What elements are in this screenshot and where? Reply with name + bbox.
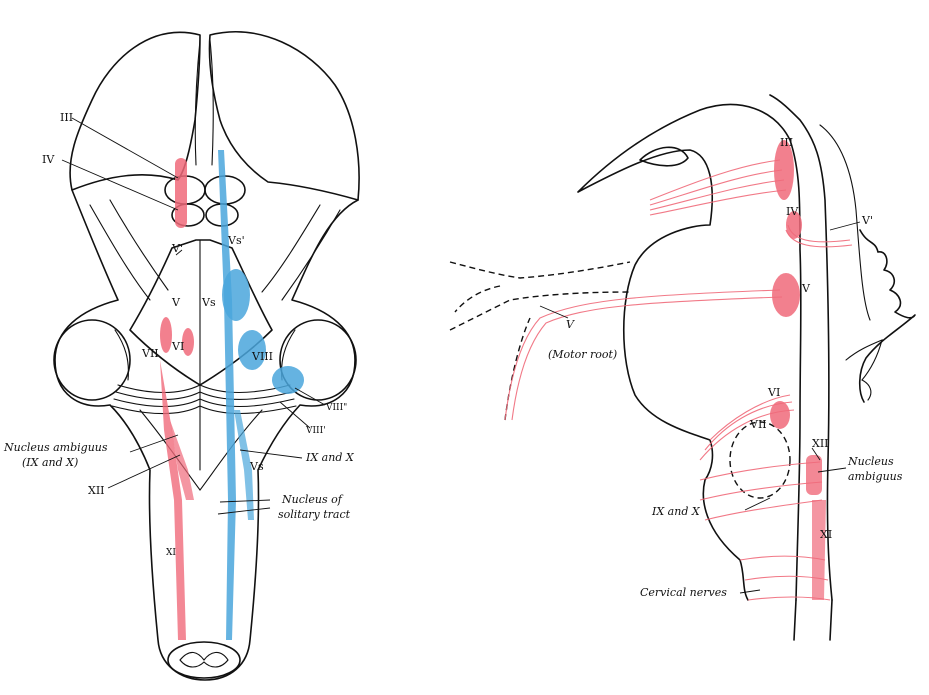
label-ix-and-x: IX and X bbox=[305, 451, 355, 464]
label-r-ix-and-x: IX and X bbox=[651, 505, 701, 518]
label-solitary-1: Nucleus of bbox=[281, 493, 344, 506]
trigeminal-motor-nucleus-lateral bbox=[772, 273, 800, 317]
label-viii: VIII bbox=[251, 350, 273, 363]
label-v-prime: V' bbox=[171, 242, 183, 255]
label-vii: VII bbox=[141, 347, 159, 360]
left-dorsal-brainstem-view: III IV V' Vs' V Vs VI VII VIII VIII" VII… bbox=[3, 30, 360, 681]
trigeminal-root-outer bbox=[449, 261, 631, 421]
label-vs-lower: Vs bbox=[249, 460, 264, 473]
peduncle-band-right bbox=[261, 204, 341, 301]
label-nucleus-ambiguus-2: (IX and X) bbox=[22, 456, 78, 469]
abducens-nucleus-lateral bbox=[770, 401, 790, 429]
label-vi: VI bbox=[171, 340, 184, 353]
gray-matter-butterfly bbox=[179, 651, 229, 668]
label-r-vii: VII bbox=[749, 418, 767, 431]
trigeminal-main-sensory bbox=[222, 269, 250, 321]
facial-nucleus-region bbox=[729, 421, 791, 499]
label-solitary-2: solitary tract bbox=[278, 508, 351, 521]
spinal-edge-2 bbox=[793, 599, 797, 641]
label-viii-1: VIII' bbox=[305, 426, 326, 436]
posterior-contour bbox=[769, 94, 833, 601]
spinal-edge-1 bbox=[829, 599, 833, 641]
label-v: V bbox=[171, 296, 181, 309]
solitary-tract-nucleus bbox=[234, 410, 254, 520]
label-nucleus-ambiguus-1: Nucleus ambiguus bbox=[3, 441, 108, 454]
vestibular-nucleus bbox=[238, 330, 266, 370]
label-r-v-motor: V bbox=[566, 318, 575, 331]
lateral-brainstem-outline bbox=[577, 103, 802, 601]
label-r-v: V bbox=[801, 282, 811, 295]
spinal-cord-section bbox=[167, 641, 241, 679]
motor-nuclei-left bbox=[160, 158, 194, 640]
label-iii: III bbox=[60, 111, 73, 124]
nucleus-ambiguus-left bbox=[170, 420, 194, 500]
accessory-nucleus-column bbox=[812, 500, 826, 600]
right-flocculus bbox=[279, 319, 357, 401]
trigeminal-sensory-column bbox=[218, 150, 236, 640]
label-viii-2: VIII" bbox=[325, 403, 347, 413]
striae-medullares bbox=[111, 384, 297, 415]
label-r-cervical-nerves: Cervical nerves bbox=[640, 586, 727, 599]
label-r-motor-root: (Motor root) bbox=[548, 348, 617, 361]
motor-nuclei-right bbox=[770, 140, 826, 600]
label-r-nucleus-1: Nucleus bbox=[847, 455, 894, 468]
label-r-v-prime: V' bbox=[861, 214, 873, 227]
label-r-iv: IV bbox=[786, 205, 799, 218]
peduncle-band-left bbox=[89, 199, 169, 301]
cerebellum-folia-lower bbox=[845, 339, 883, 401]
label-r-iii: III bbox=[780, 136, 793, 149]
left-inferior-colliculus bbox=[171, 203, 205, 227]
label-r-vi: VI bbox=[767, 386, 780, 399]
right-lateral-brainstem-view: III IV V' V V (Motor root) VI VII XII Nu… bbox=[449, 94, 916, 641]
label-r-xi: XI bbox=[820, 528, 832, 541]
cerebellum-folia bbox=[858, 229, 916, 403]
trigeminal-motor-nucleus bbox=[160, 317, 172, 353]
abducens-nucleus bbox=[182, 328, 194, 356]
right-hemisphere-outline bbox=[208, 30, 360, 201]
left-flocculus bbox=[53, 319, 131, 401]
trochlear-nucleus bbox=[786, 211, 802, 239]
right-pointer-lines bbox=[539, 221, 861, 594]
left-pointer-lines bbox=[61, 117, 326, 515]
label-xii: XII bbox=[88, 484, 105, 497]
hypoglossal-nucleus-lateral bbox=[806, 455, 822, 495]
cochlear-nucleus bbox=[272, 366, 304, 394]
hypoglossal-accessory-column bbox=[160, 360, 186, 640]
pons-medulla-outline bbox=[54, 189, 359, 681]
oculomotor-nucleus bbox=[175, 158, 187, 228]
label-vs-prime: Vs' bbox=[227, 234, 245, 247]
oculomotor-nucleus-lateral bbox=[774, 140, 794, 200]
label-r-xii: XII bbox=[812, 437, 829, 450]
posterior-contour-2 bbox=[819, 124, 871, 321]
sensory-nuclei-left bbox=[218, 150, 304, 640]
label-iv: IV bbox=[42, 153, 55, 166]
midline-groove bbox=[194, 39, 214, 166]
label-xi: XI bbox=[166, 548, 176, 558]
midbrain-notch bbox=[639, 146, 689, 167]
label-vs: Vs bbox=[201, 296, 216, 309]
label-r-nucleus-2: ambiguus bbox=[848, 470, 903, 483]
